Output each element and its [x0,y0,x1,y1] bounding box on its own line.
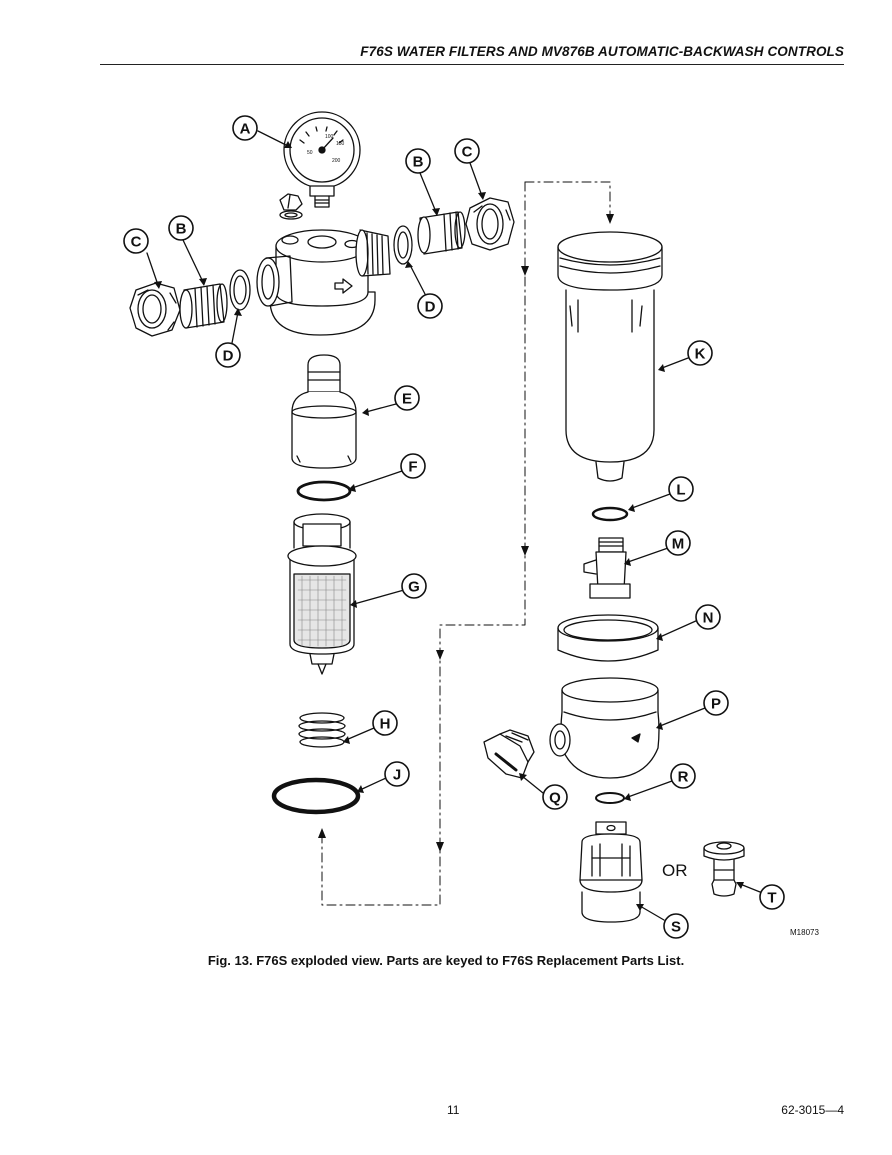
callout-d-left: D [223,348,234,365]
callout-r: R [678,769,689,786]
page-number: 11 [447,1103,460,1117]
drain-valve-handle-part [483,729,535,779]
o-ring-l-part [591,506,629,522]
left-tailpiece-part [179,283,228,329]
bowl-ring-part [557,614,659,662]
header-rule [100,64,844,65]
callout-g: G [408,579,420,596]
spring-part [298,712,346,748]
callout-f: F [408,459,417,476]
gauge-plug-part [279,193,303,220]
callout-s: S [671,919,681,936]
drain-cup-part [549,677,660,779]
gauge-tick-label: 100 [325,134,334,140]
filter-screen-part [287,513,357,675]
drain-fitting-part [583,537,631,599]
callout-c-right: C [462,144,473,161]
leader-arrowheads [154,141,744,911]
flow-arrowheads [318,214,614,852]
filter-head-body [256,229,391,336]
hose-barb-t-part [703,841,745,897]
o-ring-j-part [271,777,361,815]
or-label: OR [662,861,688,880]
callout-q: Q [549,790,561,807]
figure-caption: Fig. 13. F76S exploded view. Parts are k… [207,953,685,968]
callout-m: M [672,536,685,553]
callout-circles [123,115,785,939]
gauge-tick-label: 200 [332,158,341,164]
drain-adapter-s-part [579,821,643,923]
o-ring-r-part [595,792,625,804]
page-header-title: F76S WATER FILTERS AND MV876B AUTOMATIC-… [360,44,844,59]
callout-h: H [380,716,391,733]
callout-j: J [393,767,401,784]
callout-d-right: D [425,299,436,316]
callout-e: E [402,391,412,408]
callout-leader-lines [146,130,761,921]
callout-p: P [711,696,721,713]
callout-a: A [240,121,251,138]
o-ring-f-part [296,480,352,502]
pressure-gauge-part: 100 150 50 200 [283,111,361,208]
figure-id: M18073 [790,928,819,937]
right-washer-part [393,225,413,265]
left-union-nut-part [129,282,181,337]
callout-n: N [703,610,714,627]
callout-t: T [767,890,776,907]
baffle-part [291,354,357,469]
document-number: 62-3015—4 [781,1103,844,1117]
callout-b-right: B [413,154,424,171]
callout-k: K [695,346,706,363]
callout-l: L [676,482,685,499]
gauge-tick-label: 50 [307,150,313,156]
left-washer-part [229,269,251,311]
callout-c-left: C [131,234,142,251]
callout-b-left: B [176,221,187,238]
right-tailpiece-part [417,211,466,255]
filter-bowl-part [557,231,663,482]
gauge-tick-label: 150 [336,141,345,147]
right-union-nut-part [465,197,515,251]
